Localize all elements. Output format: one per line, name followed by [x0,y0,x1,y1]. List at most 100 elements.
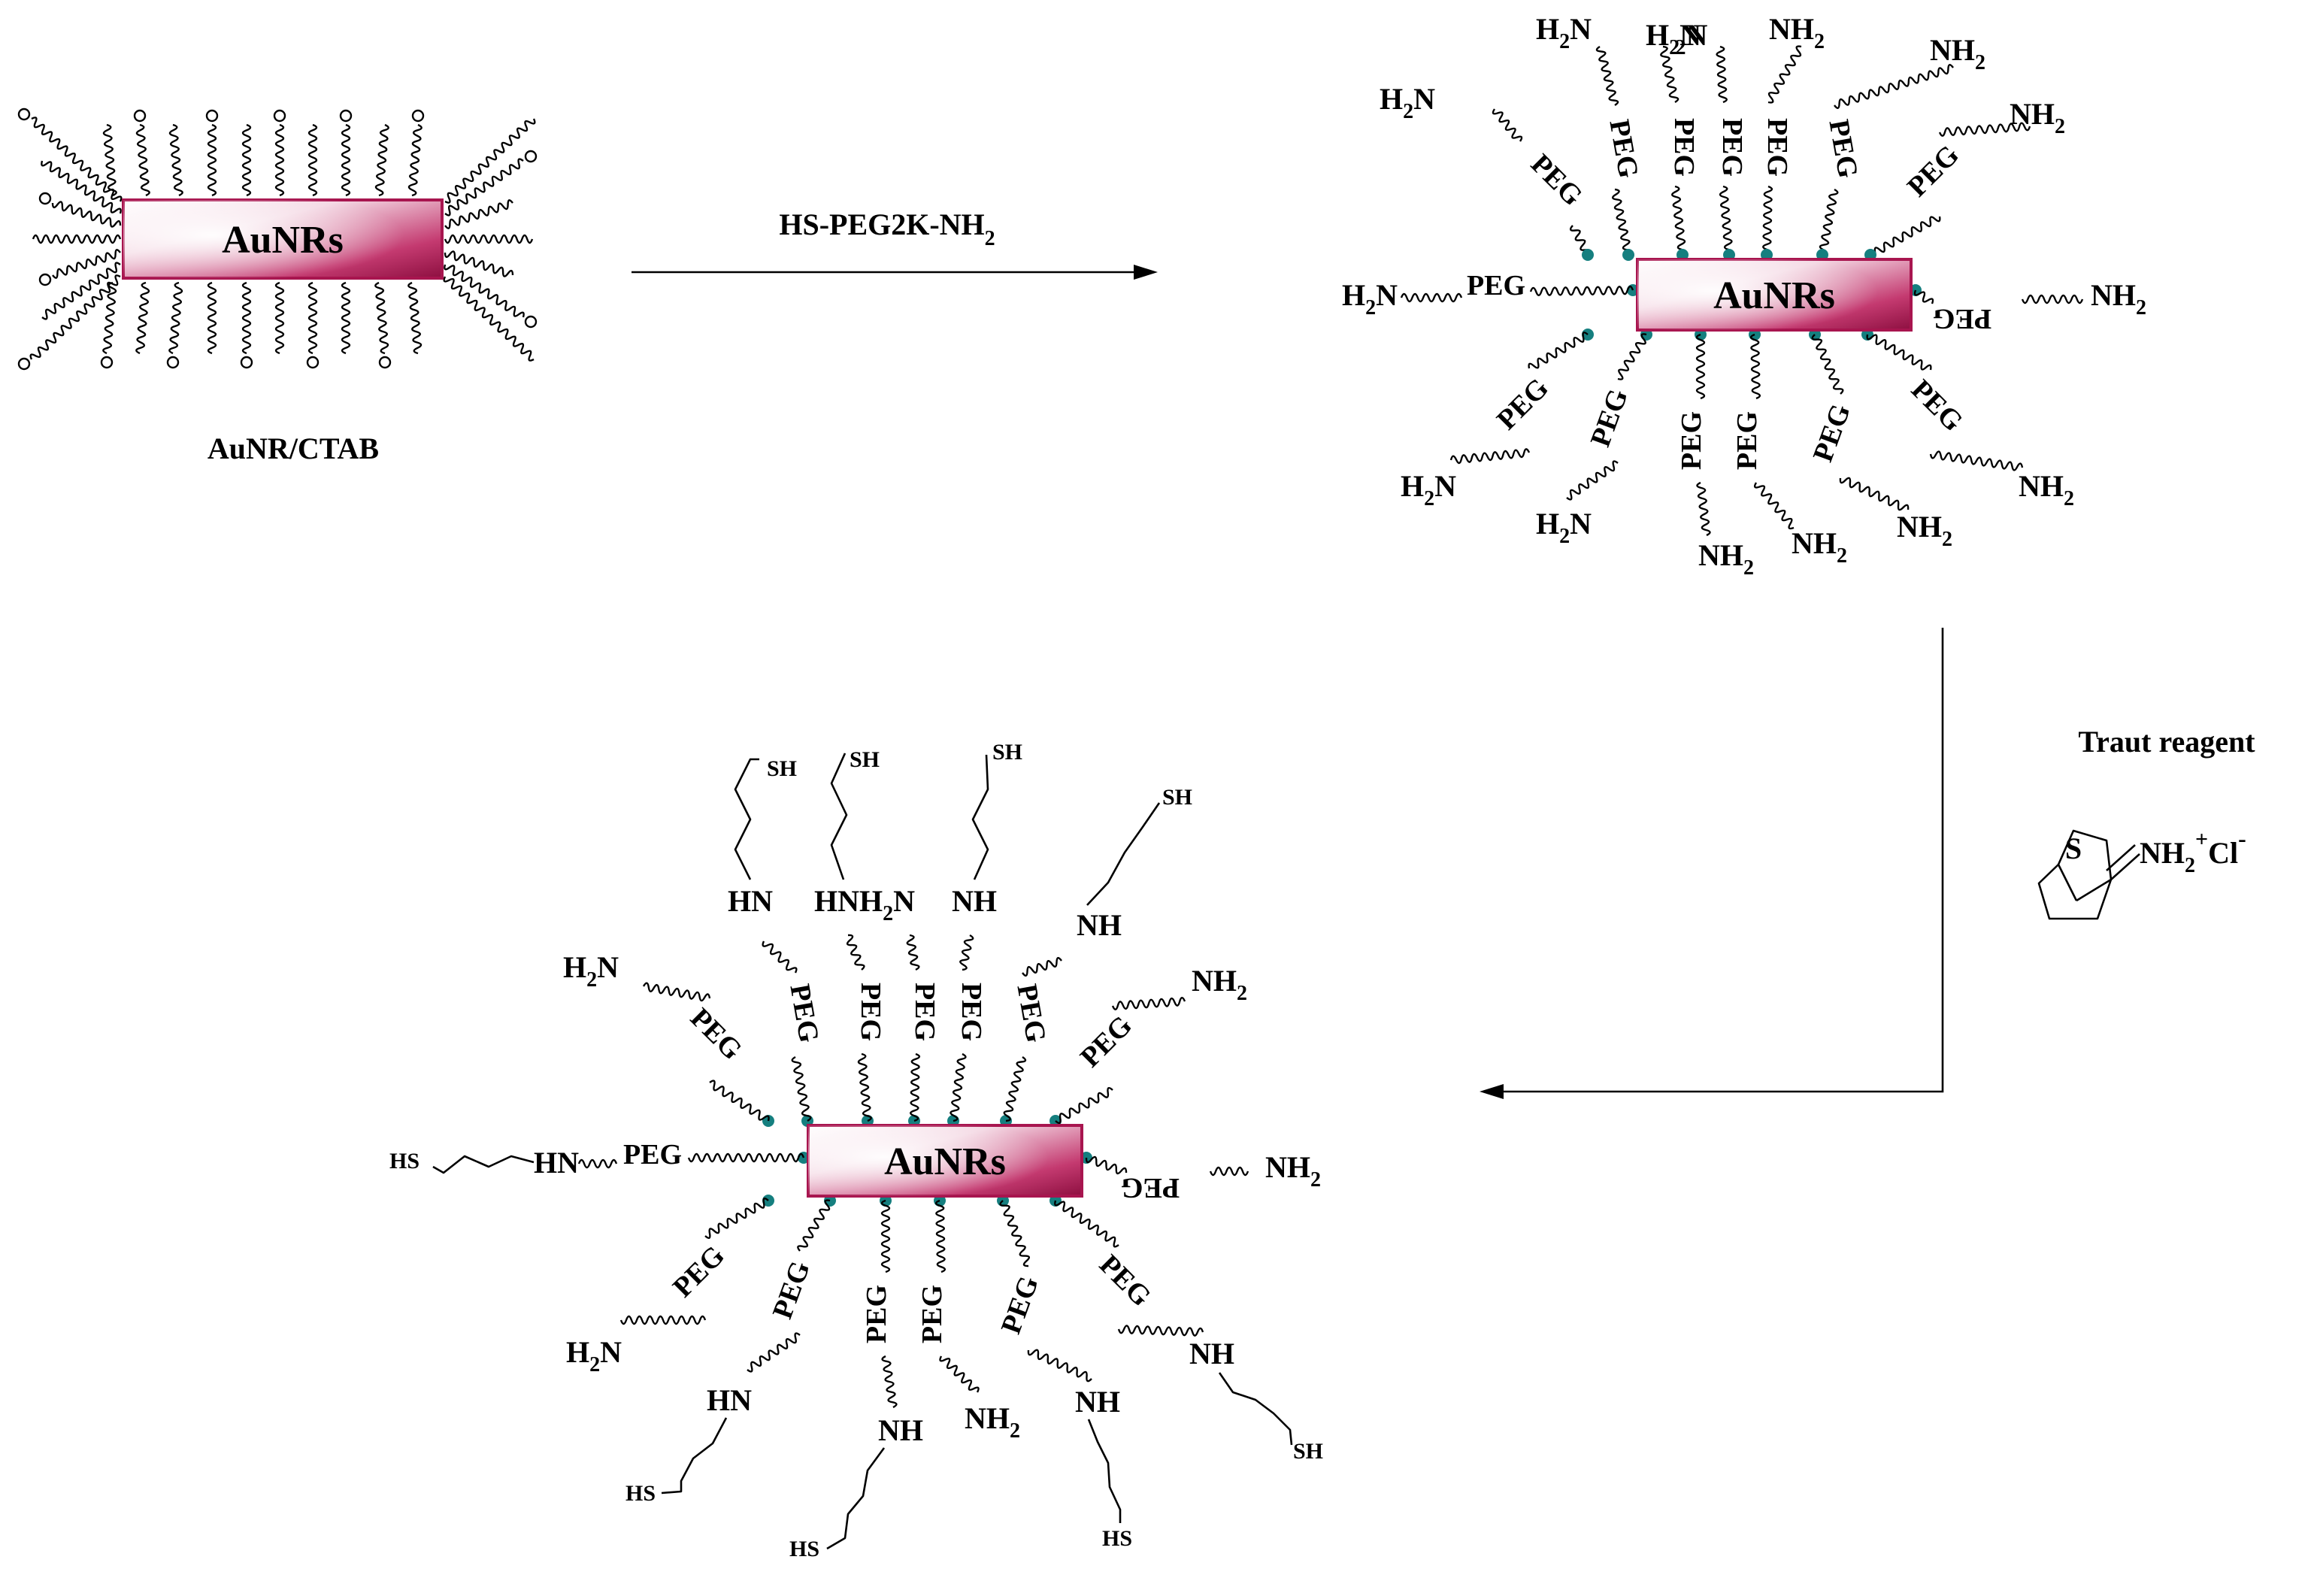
panel-aunr-ctab: AuNRs AuNR/CTAB [17,108,538,465]
gold-nanorod: AuNRs [807,1124,1083,1198]
amine-label: NH [952,884,997,918]
headgroup [411,109,425,123]
polymer-chain [1085,1155,1128,1175]
polymer-chain [1660,45,1679,104]
polymer-chain [1400,292,1463,303]
polymer-chain [1811,334,1844,395]
chem-label: PEG [1585,385,1634,451]
amine-label: NH2 [1930,33,1985,74]
polymer-chain [791,1055,812,1122]
polymer-chain [274,123,285,197]
polymer-chain [1055,1086,1113,1125]
polymer-chain [1819,188,1839,256]
polymer-chain [797,1199,831,1252]
thiol-label: SH [767,756,797,781]
rod-label: AuNRs [222,219,344,262]
polymer-chain [1749,333,1761,400]
amine-label: NH2 [1792,526,1847,568]
polymer-chain [102,281,117,355]
polymer-chain [709,1080,770,1122]
polymer-chain [1719,185,1734,256]
chem-label: PEG [1525,148,1589,212]
polymer-chain [1612,188,1633,256]
step1-reagent: HS-PEG2K-NH2 [779,207,995,250]
amine-label: HNH2N [814,884,915,925]
chem-label: PEG [1467,270,1525,301]
polymer-chain [906,934,920,971]
headgroup [378,356,392,369]
polymer-chain [374,281,389,355]
thiol-linker [971,754,989,880]
chem-label: PEG [767,1257,816,1323]
polymer-chain [207,123,217,197]
amine-label: HN [728,884,773,918]
rod-label: AuNRs [884,1140,1006,1183]
chem-label: PEG [1761,118,1793,177]
chem-label: PEG [855,983,886,1041]
gold-nanorod: AuNRs [1636,258,1913,332]
polymer-chain [1528,332,1589,369]
polymer-chain [1566,460,1619,501]
polymer-chain [241,281,252,355]
amine-label: NH2 [1897,510,1952,551]
polymer-chain [999,1200,1030,1267]
chem-label: PEG [1676,411,1707,470]
amine-label: H2N [1401,469,1456,510]
polymer-chain [1866,334,1932,371]
amine-label: H2N [1380,82,1435,123]
thiol-label: SH [1293,1439,1323,1464]
thiol-linker [1086,802,1161,906]
amine-label: NH2 [1265,1150,1321,1192]
polymer-chain [1027,1349,1092,1382]
polymer-chain [443,276,535,362]
amine-label: H2N [1342,278,1398,320]
chem-label: PEG [684,1002,748,1066]
polymer-chain [1209,1166,1249,1177]
amine-label: HN [534,1146,579,1180]
chem-label: PEG [667,1240,731,1304]
polymer-chain [1670,185,1687,256]
amine-label: NH2 [965,1401,1020,1443]
polymer-chain [444,158,524,217]
polymer-chain [1695,333,1706,400]
polymer-chain [619,1315,707,1325]
polymer-chain [444,264,525,318]
headgroup [339,109,353,123]
step2-arrow: Traut reagent S NH2+Cl- [1480,628,2255,1099]
polymer-chain [407,123,423,197]
polymer-chain [444,118,536,204]
polymer-chain [41,160,122,214]
polymer-chain [1839,477,1910,511]
headgroup [306,356,320,369]
thiol-label: HS [789,1537,819,1561]
amine-label: NH [878,1413,923,1447]
headgroup [273,109,286,123]
amine-label: NH2 [1698,538,1754,580]
polymer-chain [341,281,351,355]
chem-label: PEG [1716,118,1748,177]
chem-label: PEG [1491,372,1555,436]
chem-label: PEG [1901,139,1965,203]
chem-label: PEG [1822,117,1864,180]
polymer-chain [102,123,117,197]
polymer-chain [959,934,974,971]
chem-label: PEG [1121,1172,1180,1204]
gold-nanorod: AuNRs [122,198,444,280]
headgroup [38,192,52,205]
polymer-chain [1870,216,1941,258]
headgroup [240,356,253,369]
amine-label: NH2 [1769,12,1825,53]
polymer-chain [934,1199,947,1273]
chem-label: PEG [1807,400,1857,466]
polymer-chain [642,982,711,1002]
polymer-chain [1929,450,2024,471]
headgroup [524,315,538,329]
headgroup [17,357,31,371]
polymer-chain [1767,45,1802,104]
amine-label: NH [1077,908,1122,942]
polymer-chain [910,1052,921,1122]
amine-label: NH2 [2019,469,2074,510]
rod-highlight [1637,259,1911,330]
rod-highlight [123,200,442,278]
